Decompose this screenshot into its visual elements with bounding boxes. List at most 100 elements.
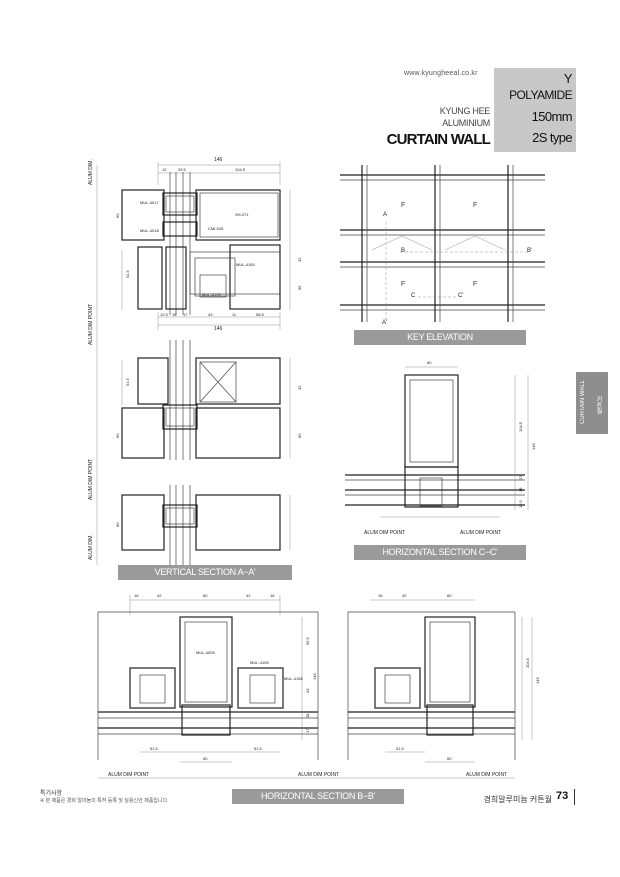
horizontal-section-cc-label: HORIZONTAL SECTION C−C' <box>354 545 526 560</box>
bb-bottom-51-5-b: 51.5 <box>254 746 262 751</box>
v-dim-12: 12 <box>162 167 167 172</box>
bb-top-60: 60 <box>203 593 208 598</box>
bb-r-top-16: 16 <box>378 593 383 598</box>
cc-dim-16-5: 16.5 <box>518 500 523 508</box>
type-line-1: Y <box>563 71 573 86</box>
part-cmi-025: CMI-025 <box>208 226 224 231</box>
ke-marker-c-prime: C' <box>458 293 464 299</box>
cc-dim-18: 18 <box>518 487 523 492</box>
part-mul-4155: MUL-4155 <box>236 262 255 267</box>
ke-panel-f2: F <box>473 202 478 209</box>
cc-dim-17: 17 <box>518 475 523 480</box>
footer-right-text: 경희알루미늄 커튼월 <box>483 795 552 804</box>
vertical-section-label: VERTICAL SECTION A−A' <box>118 565 292 580</box>
bb-side-146-a: 146 <box>312 673 317 680</box>
v-dim-b6: 58.5 <box>256 312 264 317</box>
v-side-51-5-a: 51.5 <box>125 270 130 278</box>
ke-panel-f3: F <box>401 281 406 288</box>
bb-alum-dim-point-3: ALUM DIM POINT <box>466 772 508 778</box>
v-dim-104-5: 104.5 <box>235 167 246 172</box>
bb-side-17: 17 <box>305 728 310 733</box>
footer-note-text: ※ 본 제품은 경희 알미늄의 특허 등록 및 실용신안 제품입니다. <box>40 798 169 804</box>
v-dim-b3: 17 <box>183 312 188 317</box>
cc-dim-60: 60 <box>427 360 432 365</box>
v-side-96: 96 <box>297 285 302 290</box>
v-side-60-d: 60 <box>115 522 120 527</box>
ke-marker-b: B <box>401 248 406 254</box>
ke-marker-a: A <box>383 212 388 218</box>
bb-bottom-51-5-a: 51.5 <box>150 746 158 751</box>
brand-line-1: KYUNG HEE <box>439 106 491 116</box>
cc-dim-146: 146 <box>531 443 536 450</box>
bb-bottom-60: 60 <box>203 756 208 761</box>
part-mul-4017: MUL-4017 <box>140 200 159 205</box>
v-side-60-a: 60 <box>115 213 120 218</box>
bb-r-top-60: 60 <box>447 593 452 598</box>
side-tab[interactable]: CURTAIN WALL 커튼월 <box>576 372 608 434</box>
key-elevation-label: KEY ELEVATION <box>354 330 526 345</box>
bb-r-side-104-5: 104.5 <box>525 657 530 668</box>
bb-r-bottom-51-5: 51.5 <box>396 746 404 751</box>
ke-marker-b-prime: B' <box>527 248 533 254</box>
ke-marker-a-prime: A' <box>382 320 388 326</box>
bb-side-43: 43 <box>305 688 310 693</box>
bb-alum-dim-point-2: ALUM DIM POINT <box>298 772 340 778</box>
v-side-60-b: 60 <box>115 433 120 438</box>
bb-top-16-a: 16 <box>134 593 139 598</box>
type-line-4: 2S type <box>532 130 572 145</box>
type-line-3: 150mm <box>531 109 573 124</box>
bb-alum-dim-point-1: ALUM DIM POINT <box>108 772 150 778</box>
bb-side-56-5: 56.5 <box>305 637 310 645</box>
v-dim-b1: 12.5 <box>160 312 168 317</box>
footer-note-title: 특기사항 <box>40 791 63 797</box>
bb-r-top-42: 42 <box>402 593 407 598</box>
v-side-42-b: 42 <box>297 385 302 390</box>
vertical-section-drawing <box>96 162 291 565</box>
horizontal-bb-right-drawing <box>347 599 533 763</box>
alum-dim-label-1: ALUM DIM. <box>88 159 94 185</box>
horizontal-cc-drawing <box>345 366 529 518</box>
page-number: 73 <box>556 790 569 802</box>
v-side-51-5-b: 51.5 <box>125 378 130 386</box>
v-dim-146-bottom: 146 <box>214 326 223 332</box>
type-line-2: POLYAMIDE <box>509 88 572 102</box>
ke-panel-f1: F <box>401 202 406 209</box>
alum-dim-point-label-2: ALUM DIM POINT <box>88 458 94 500</box>
bb-part-mul-4158: MUL-4158 <box>284 676 303 681</box>
bb-part-mul-4005: MUL-4005 <box>196 650 215 655</box>
bb-top-16-b: 16 <box>270 593 275 598</box>
v-dim-b2: 16 <box>172 312 177 317</box>
cc-alum-dim-point-left: ALUM DIM POINT <box>364 530 406 536</box>
part-mul-4159: MUL-4159 <box>202 292 221 297</box>
side-tab-line2: 커튼월 <box>595 396 601 414</box>
bb-r-bottom-60: 60 <box>447 756 452 761</box>
brand-line-2: ALUMINIUM <box>442 118 490 128</box>
v-dim-29-5: 29.5 <box>178 167 186 172</box>
horizontal-bb-left-drawing <box>97 595 319 763</box>
bb-r-side-146: 146 <box>535 677 540 684</box>
v-side-60-c: 60 <box>297 433 302 438</box>
bb-top-42-b: 42 <box>246 593 251 598</box>
part-mul-4018: MUL-4018 <box>140 228 159 233</box>
v-dim-b4: 43 <box>208 312 213 317</box>
page-number-divider <box>574 789 575 805</box>
website-url: www.kyungheeal.co.kr <box>404 70 478 77</box>
v-dim-b5: 11 <box>232 312 237 317</box>
type-box: Y POLYAMIDE 150mm 2S type <box>494 68 576 152</box>
product-title: CURTAIN WALL <box>386 131 491 148</box>
cc-alum-dim-point-right: ALUM DIM POINT <box>460 530 502 536</box>
part-sh-071: SH-071 <box>235 212 249 217</box>
ke-panel-f4: F <box>473 281 478 288</box>
horizontal-section-bb-label: HORIZONTAL SECTION B−B' <box>232 789 404 804</box>
bb-part-mul-4155: MUL-4155 <box>250 660 269 665</box>
alum-dim-label-2: ALUM DIM. <box>88 534 94 560</box>
v-side-42-a: 42 <box>297 257 302 262</box>
cc-dim-104-5: 104.5 <box>518 421 523 432</box>
bb-top-42-a: 42 <box>157 593 162 598</box>
ke-marker-c: C <box>411 293 416 299</box>
key-elevation-drawing <box>340 165 545 322</box>
bb-side-18: 18 <box>305 713 310 718</box>
v-dim-146-top: 146 <box>214 157 223 163</box>
alum-dim-point-label-1: ALUM DIM POINT <box>88 303 94 345</box>
